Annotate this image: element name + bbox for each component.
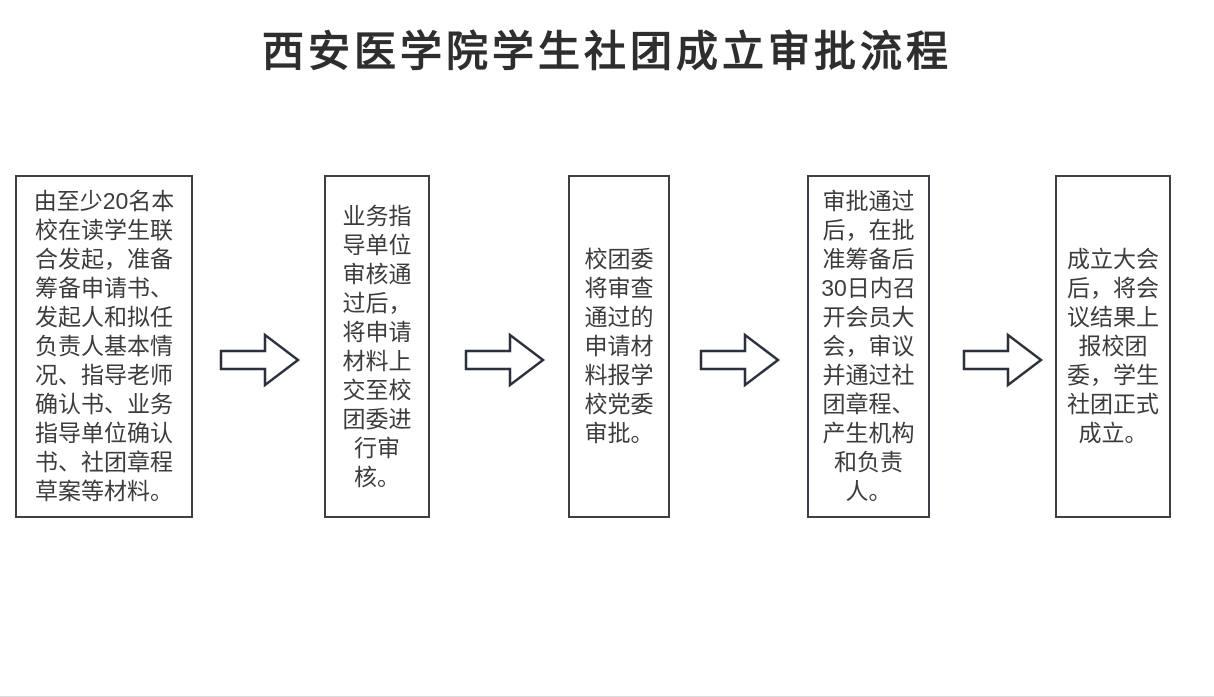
flow-arrow-3	[699, 332, 781, 388]
flow-step-1: 由至少20名本 校在读学生联 合发起，准备 筹备申请书、 发起人和拟任 负责人基…	[15, 175, 193, 518]
flow-step-4: 审批通过 后，在批 准筹备后 30日内召 开会员大 会，审议 并通过社 团章程、…	[807, 175, 930, 518]
flow-arrow-1	[219, 332, 301, 388]
flow-step-2-text: 业务指 导单位 审核通 过后， 将申请 材料上 交至校 团委进 行审 核。	[342, 202, 412, 490]
right-arrow-icon	[699, 332, 781, 388]
flow-step-3: 校团委 将审查 通过的 申请材 料报学 校党委 审批。	[568, 175, 670, 518]
flow-step-5: 成立大会 后，将会 议结果上 报校团 委，学生 社团正式 成立。	[1055, 175, 1171, 518]
page-title: 西安医学院学生社团成立审批流程	[261, 28, 952, 75]
flow-step-5-text: 成立大会 后，将会 议结果上 报校团 委，学生 社团正式 成立。	[1067, 246, 1159, 446]
flow-step-4-text: 审批通过 后，在批 准筹备后 30日内召 开会员大 会，审议 并通过社 团章程、…	[821, 188, 916, 504]
flow-arrow-2	[464, 332, 546, 388]
flow-arrow-4	[962, 332, 1044, 388]
flow-step-1-text: 由至少20名本 校在读学生联 合发起，准备 筹备申请书、 发起人和拟任 负责人基…	[33, 188, 175, 504]
right-arrow-icon	[464, 332, 546, 388]
flow-step-2: 业务指 导单位 审核通 过后， 将申请 材料上 交至校 团委进 行审 核。	[324, 175, 430, 518]
right-arrow-icon	[219, 332, 301, 388]
right-arrow-icon	[962, 332, 1044, 388]
flow-step-3-text: 校团委 将审查 通过的 申请材 料报学 校党委 审批。	[584, 246, 654, 446]
